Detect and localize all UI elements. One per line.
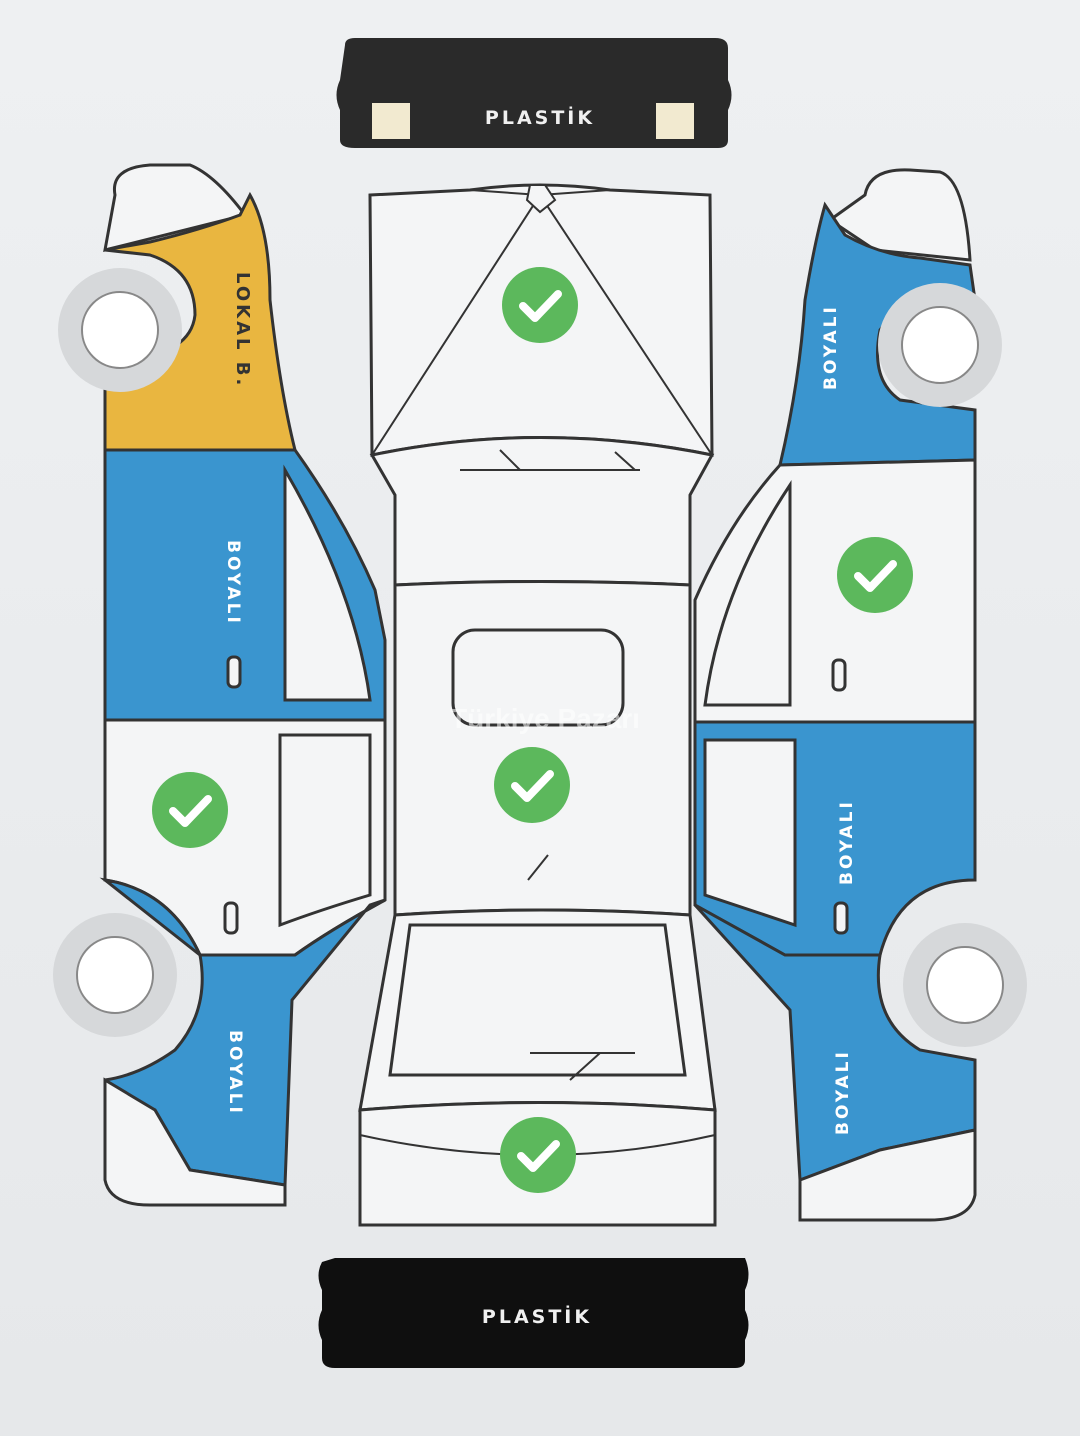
hood-check-icon [502,267,578,343]
roof[interactable] [393,580,692,917]
left-rear-wheel [53,913,177,1037]
left-rear-door-check-icon [152,772,228,848]
left-rear-fender[interactable] [99,877,386,1187]
right-rear-fender[interactable] [693,903,977,1183]
watermark: Türkiye Pazarı [450,703,640,734]
left-rear-fender-label: BOYALI [225,1030,245,1116]
left-front-fender[interactable] [103,191,297,452]
right-rear-wheel [903,923,1027,1047]
rear-bumper[interactable]: PLASTİK [318,1258,749,1368]
right-front-door-check-icon [837,537,913,613]
right-rear-door-label: BOYALI [837,799,857,885]
rear-bumper-label: PLASTİK [482,1304,592,1328]
right-front-fender-label: BOYALI [821,304,841,390]
left-front-wheel [58,268,182,392]
left-front-door-label: BOYALI [223,540,243,626]
right-front-fender[interactable] [778,201,977,467]
front-bumper-label: PLASTİK [485,105,595,129]
windshield [369,436,715,587]
right-front-wheel [878,283,1002,407]
rear-window [358,908,717,1112]
roof-check-icon [494,747,570,823]
trunk-check-icon [500,1117,576,1193]
right-rear-fender-label: BOYALI [833,1049,853,1135]
front-bumper[interactable]: PLASTİK [336,38,732,148]
left-front-fender-label: LOKAL B. [232,272,253,388]
